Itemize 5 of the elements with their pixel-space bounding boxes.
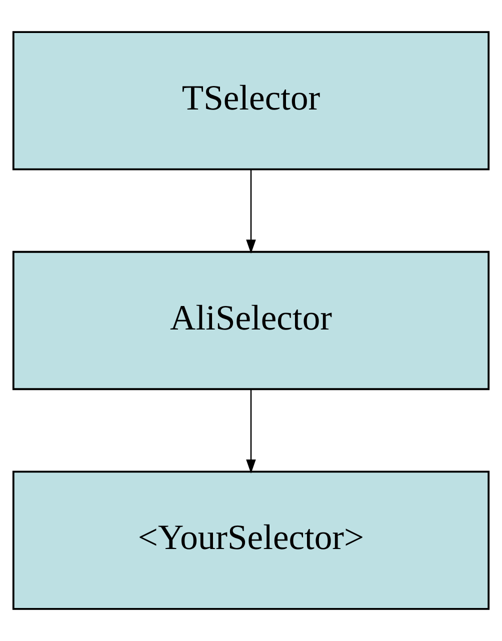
arrow — [246, 389, 256, 474]
node-box: AliSelector — [12, 250, 490, 390]
node-box: <YourSelector> — [12, 470, 490, 610]
arrow — [246, 170, 256, 254]
node-box: TSelector — [12, 31, 490, 170]
